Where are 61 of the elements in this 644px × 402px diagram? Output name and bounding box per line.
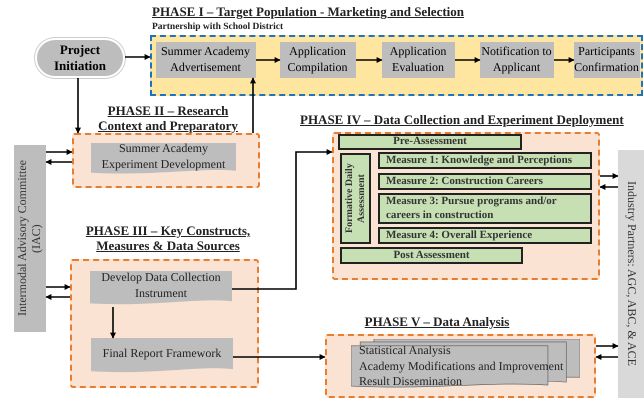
measure-box xyxy=(338,134,522,150)
box-label: Intermodal Advisory Committee (IAC) xyxy=(16,160,44,318)
arrow xyxy=(600,173,619,179)
measure-box xyxy=(340,247,523,264)
box-label: Application Compilation xyxy=(286,44,348,76)
phase-heading: PHASE II – Research Context and Preparatory xyxy=(97,104,239,134)
box-label: Project Initiation xyxy=(52,42,107,74)
box-label: Post Assessment xyxy=(393,248,470,262)
arrow xyxy=(256,57,281,63)
process-box xyxy=(280,42,356,78)
measure-box xyxy=(378,227,592,244)
document-box xyxy=(91,338,233,375)
arrow xyxy=(599,184,618,190)
arrow xyxy=(110,307,116,339)
phase-subtitle: Partnership with School District xyxy=(152,22,284,32)
box-label: Application Evaluation xyxy=(388,44,448,76)
start-terminal xyxy=(35,38,125,78)
arrow xyxy=(250,77,256,133)
process-box xyxy=(382,42,454,78)
arrow xyxy=(455,57,481,63)
box-label: Measure 1: Knowledge and Perceptions xyxy=(386,154,572,168)
box-label: Measure 2: Construction Careers xyxy=(386,174,543,188)
arrow xyxy=(75,78,81,134)
box-label: Notification to Applicant xyxy=(480,44,553,76)
arrow xyxy=(596,343,619,349)
measure-box xyxy=(378,173,592,190)
phase-heading: PHASE IV – Data Collection and Experiment Deployment xyxy=(300,113,625,128)
document-box xyxy=(91,143,236,176)
arrow xyxy=(46,284,71,290)
side-bar xyxy=(14,145,46,332)
list-item: Statistical Analysis xyxy=(359,343,451,359)
box-label: Measure 3: Pursue programs and/or careers in construction xyxy=(386,195,558,222)
arrow xyxy=(45,159,72,165)
phase-heading: PHASE III – Key Constructs, Measures & Data Sources xyxy=(84,224,252,254)
document-box xyxy=(90,271,232,307)
arrow xyxy=(233,354,326,360)
phase-heading: PHASE V – Data Analysis xyxy=(364,315,510,330)
measure-box xyxy=(378,152,592,169)
document-stack xyxy=(351,339,580,388)
arrow xyxy=(45,294,70,300)
box-label: Develop Data Collection Instrument xyxy=(100,270,222,302)
arrow xyxy=(595,354,618,360)
arrow xyxy=(232,149,333,290)
assessment-box xyxy=(340,153,371,244)
box-label: Pre-Assessment xyxy=(393,135,467,149)
phase-heading: PHASE I – Target Population - Marketing and Selection xyxy=(152,5,466,20)
box-label: Summer Academy Advertisement xyxy=(160,44,251,76)
list-item: Academy Modifications and Improvement xyxy=(359,358,564,374)
arrow xyxy=(46,149,73,155)
list-item: Result Dissemination xyxy=(359,374,462,390)
box-label: Participants Confirmation xyxy=(574,44,640,76)
arrow xyxy=(554,57,575,63)
box-label: Measure 4: Overall Experience xyxy=(386,228,532,242)
arrow xyxy=(356,57,383,63)
arrow xyxy=(125,54,151,60)
box-label: Final Report Framework xyxy=(102,346,222,362)
side-bar xyxy=(618,150,644,398)
box-label: Formative Daily Assessment xyxy=(344,162,368,236)
measure-box xyxy=(378,193,592,224)
box-label: Summer Academy Experiment Development xyxy=(100,140,226,172)
box-label: Industry Partners: AGC, ABC, & ACE xyxy=(624,181,638,366)
